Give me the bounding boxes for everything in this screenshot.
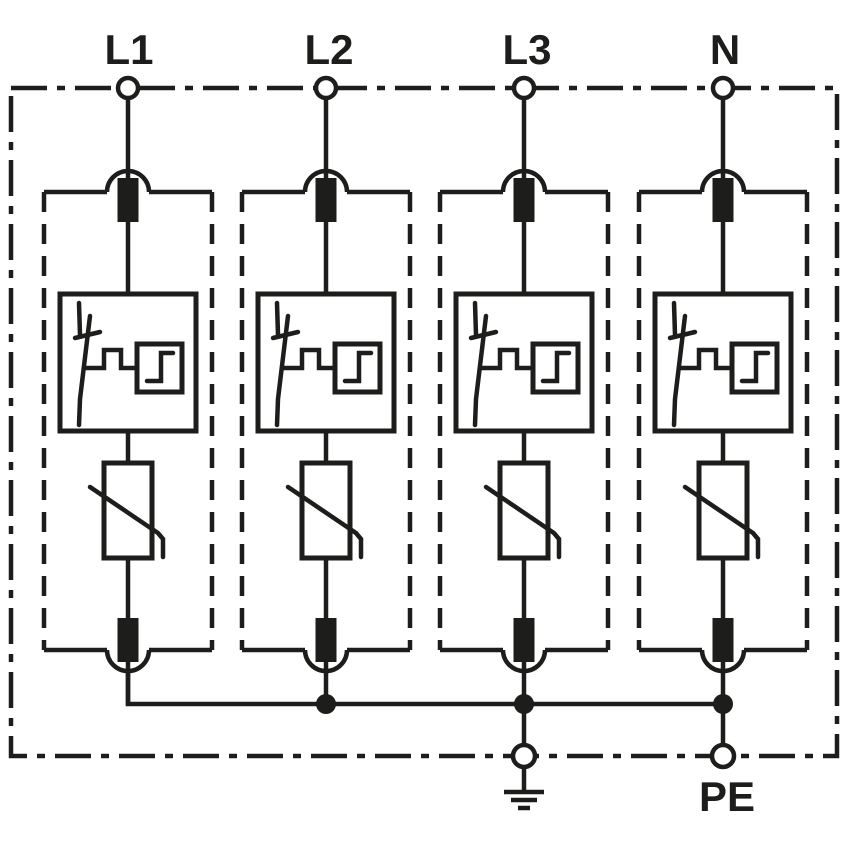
label-l3: L3 — [502, 26, 551, 73]
branch-n — [639, 98, 807, 706]
terminal-earth-icon — [510, 742, 538, 770]
terminal-l1-icon — [115, 75, 141, 101]
terminal-l3-icon — [511, 75, 537, 101]
branch-l2 — [242, 98, 410, 706]
terminal-l2-icon — [313, 75, 339, 101]
junction-dot-n — [713, 694, 733, 714]
junction-dot-l2 — [316, 694, 336, 714]
terminal-n-icon — [710, 75, 736, 101]
junction-dot-l3 — [514, 694, 534, 714]
label-l1: L1 — [104, 26, 153, 73]
branch-l3 — [440, 98, 608, 706]
label-pe: PE — [699, 773, 755, 820]
label-l2: L2 — [304, 26, 353, 73]
enclosure-border — [8, 85, 840, 759]
pe-bus — [125, 672, 723, 707]
terminal-pe-icon — [709, 742, 737, 770]
branch-l1 — [44, 98, 212, 706]
earth-ground-icon — [504, 767, 544, 811]
label-n: N — [710, 26, 740, 73]
